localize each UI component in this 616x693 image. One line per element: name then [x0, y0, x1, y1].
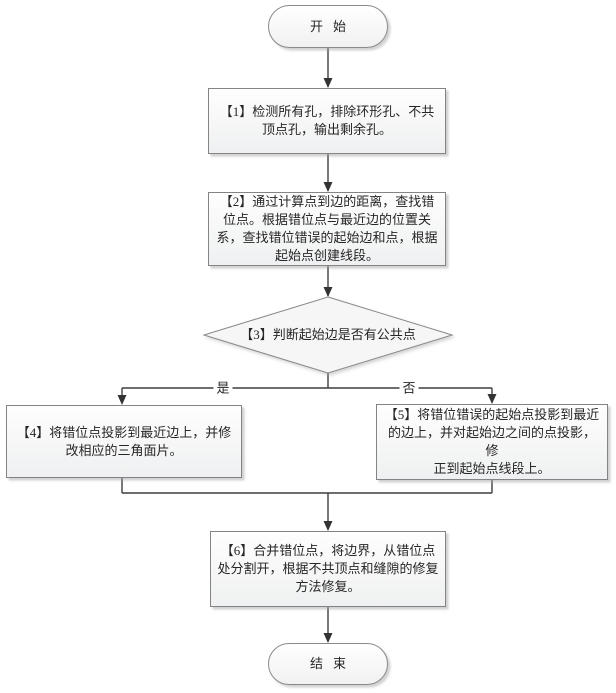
- step-2-text: 【2】通过计算点到边的距离，查找错 位点。根据错位点与最近边的位置关 系，查找错…: [216, 194, 438, 263]
- end-terminal: 结束: [268, 643, 388, 685]
- step-1-text: 【1】检测所有孔，排除环形孔、不共 顶点孔，输出剩余孔。: [219, 104, 435, 137]
- branch-label-yes: 是: [213, 377, 233, 397]
- start-label: 开始: [309, 18, 356, 34]
- step-5-text: 【5】将错位错误的起始点投影到最近 的边上，并对起始边之间的点投影，修 正到起始…: [384, 407, 600, 476]
- arrowhead-into-step4: [117, 395, 127, 405]
- connector-merge-to-step6: [121, 478, 493, 521]
- arrowhead-into-step6: [323, 521, 333, 531]
- end-label: 结束: [309, 656, 356, 671]
- decision-3: 【3】判断起始边是否有公共点: [204, 297, 452, 373]
- connector-decision-branches: [121, 373, 493, 395]
- step-6-text: 【6】合并错位点，将边界，从错位点 处分割开，根据不共顶点和缝隙的修复 方法修复…: [217, 543, 439, 594]
- step-2-box: 【2】通过计算点到边的距离，查找错 位点。根据错位点与最近边的位置关 系，查找错…: [208, 192, 446, 266]
- step-5-box: 【5】将错位错误的起始点投影到最近 的边上，并对起始边之间的点投影，修 正到起始…: [376, 404, 608, 480]
- start-terminal: 开始: [268, 5, 388, 48]
- arrowhead-into-step2: [323, 182, 333, 192]
- arrowhead-into-step5: [487, 394, 497, 404]
- arrowhead-into-step1: [323, 78, 333, 88]
- arrowhead-into-end: [323, 633, 333, 643]
- branch-label-no: 否: [399, 377, 419, 397]
- step-1-box: 【1】检测所有孔，排除环形孔、不共 顶点孔，输出剩余孔。: [208, 88, 446, 154]
- arrowhead-into-decision: [323, 287, 333, 297]
- decision-3-text: 【3】判断起始边是否有公共点: [240, 327, 416, 342]
- step-4-box: 【4】将错位点投影到最近边上，并修 改相应的三角面片。: [6, 405, 242, 478]
- step-6-box: 【6】合并错位点，将边界，从错位点 处分割开，根据不共顶点和缝隙的修复 方法修复…: [210, 531, 446, 607]
- decision-diamond-shape: [202, 296, 454, 374]
- step-4-text: 【4】将错位点投影到最近边上，并修 改相应的三角面片。: [16, 424, 232, 458]
